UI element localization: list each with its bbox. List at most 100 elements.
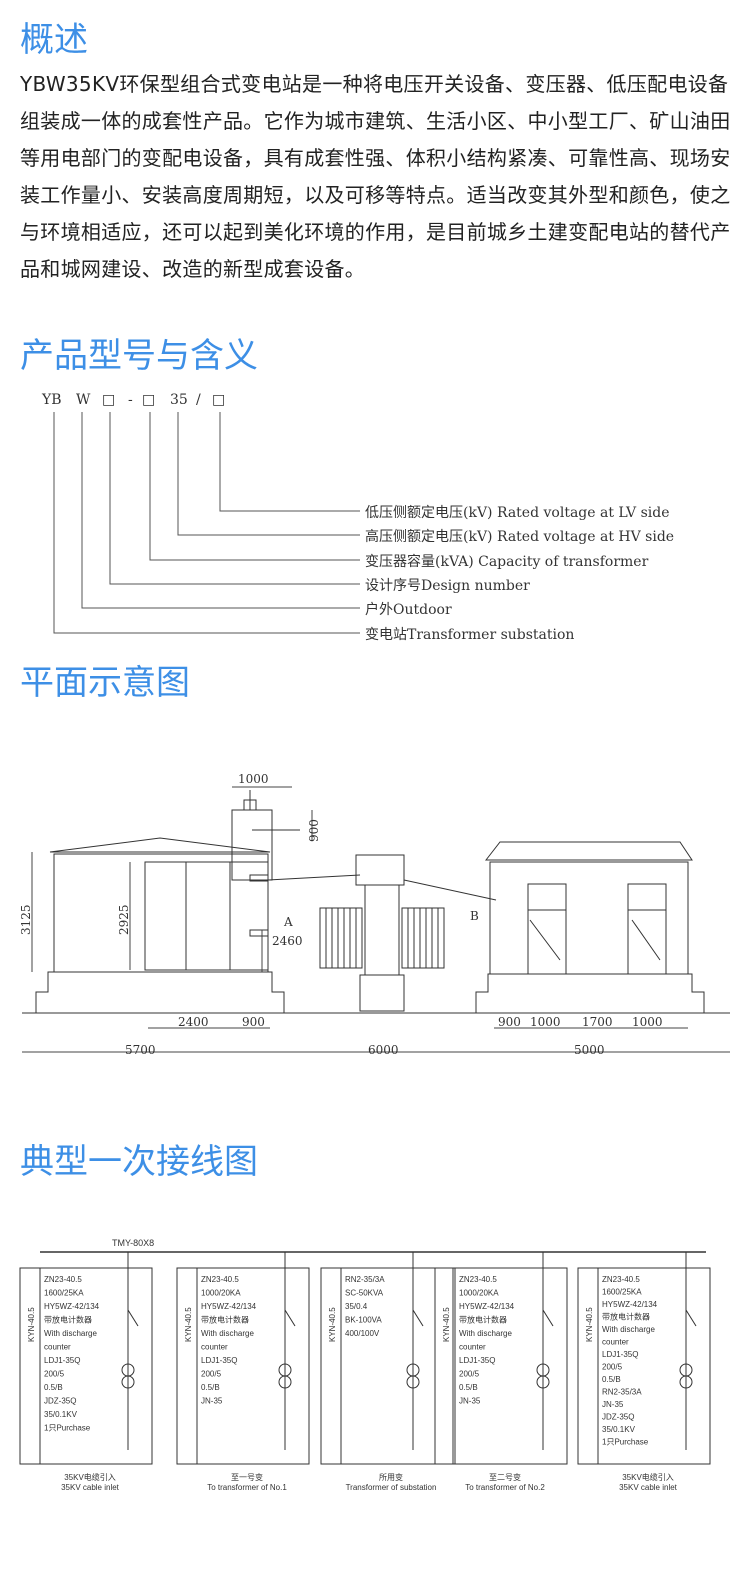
panel-spec-line: counter: [459, 1343, 486, 1352]
wiring-diagram: TMY-80X8 KYN-40.5ZN23-40.51600/25KAHY5WZ…: [19, 1238, 711, 1492]
panel-spec-line: 带放电计数器: [602, 1312, 650, 1322]
panel-caption-en: To transformer of No.1: [207, 1483, 287, 1492]
leader-design: [109, 412, 360, 585]
meaning-substation: 变电站Transformer substation: [365, 627, 574, 643]
panel-spec-line: JDZ-35Q: [602, 1413, 634, 1422]
panel-spec-line: 带放电计数器: [459, 1315, 507, 1325]
panel-spec-line: counter: [602, 1338, 629, 1347]
panel-spec-line: With discharge: [602, 1325, 655, 1334]
panel-spec-line: ZN23-40.5: [201, 1275, 239, 1284]
panel-spec-line: HY5WZ-42/134: [201, 1302, 257, 1311]
panel-spec-line: HY5WZ-42/134: [602, 1300, 658, 1309]
panel-spec-line: 1600/25KA: [602, 1288, 642, 1297]
meaning-design: 设计序号Design number: [365, 578, 530, 594]
right-building: [475, 841, 705, 1013]
panel-spec-line: With discharge: [44, 1329, 97, 1338]
dim-6000: 6000: [368, 1043, 399, 1057]
meaning-capacity: 变压器容量(kVA) Capacity of transformer: [365, 553, 649, 570]
plan-drawing: 1000 900 3125 2925 A 2460 B 2400 900 570…: [19, 772, 730, 1057]
panel-spec-line: 带放电计数器: [201, 1315, 249, 1325]
dim-900-right: 900: [498, 1015, 521, 1029]
cable-riser: [231, 790, 361, 937]
panel-spec-line: 1000/20KA: [201, 1289, 241, 1298]
panel-frame: [320, 1267, 454, 1465]
model-part-box1: □: [102, 392, 115, 408]
panel-spec-line: ZN23-40.5: [602, 1275, 640, 1284]
dim-5000: 5000: [574, 1043, 605, 1057]
dim-3125: 3125: [19, 904, 33, 935]
breaker-symbol: [412, 1309, 424, 1327]
panel-caption-en: 35KV cable inlet: [61, 1483, 120, 1492]
leader-outdoor: [81, 412, 360, 609]
label-a: A: [283, 915, 293, 929]
panel-caption-en: 35KV cable inlet: [619, 1483, 678, 1492]
dim-2460: 2460: [272, 934, 303, 948]
leader-lv: [219, 412, 360, 512]
breaker-symbol: [284, 1309, 296, 1327]
panel-caption-en: To transformer of No.2: [465, 1483, 545, 1492]
leader-substation: [53, 412, 360, 634]
meaning-lv: 低压侧额定电压(kV) Rated voltage at LV side: [365, 505, 670, 521]
ct-symbol: [536, 1375, 550, 1389]
transformer: [319, 854, 497, 1012]
breaker-symbol: [542, 1309, 554, 1327]
panel-kyn-label: KYN-40.5: [184, 1307, 193, 1342]
panel-frame: [19, 1267, 153, 1465]
dim-900-left: 900: [242, 1015, 265, 1029]
breaker-symbol: [685, 1309, 697, 1327]
panel-spec-line: 1600/25KA: [44, 1289, 84, 1298]
dim-5700: 5700: [125, 1043, 156, 1057]
panel-spec-line: 200/5: [201, 1370, 222, 1379]
panel-frame: [434, 1267, 568, 1465]
model-part-box2: □: [142, 392, 155, 408]
panel-kyn-label: KYN-40.5: [442, 1307, 451, 1342]
panel-caption-cn: 35KV电缆引入: [622, 1472, 674, 1482]
ct-symbol: [278, 1375, 292, 1389]
ct-symbol: [406, 1375, 420, 1389]
panel-spec-line: 35/0.1KV: [602, 1425, 636, 1434]
panel-spec-line: 1只Purchase: [602, 1438, 649, 1447]
panel-spec-line: 0.5/B: [201, 1383, 220, 1392]
leader-hv: [177, 412, 360, 536]
panel-spec-line: 200/5: [44, 1370, 65, 1379]
panel-spec-line: LDJ1-35Q: [201, 1356, 237, 1365]
panel-spec-line: ZN23-40.5: [44, 1275, 82, 1284]
panel-spec-line: JDZ-35Q: [44, 1397, 76, 1406]
panel-spec-line: 1只Purchase: [44, 1424, 91, 1433]
panel-caption-cn: 所用变: [379, 1472, 403, 1482]
panel-spec-line: counter: [201, 1343, 228, 1352]
panel-spec-line: HY5WZ-42/134: [44, 1302, 100, 1311]
model-part-35: 35: [170, 392, 188, 408]
panel-caption-cn: 至一号变: [231, 1472, 263, 1482]
panel-spec-line: With discharge: [201, 1329, 254, 1338]
panel-spec-line: LDJ1-35Q: [602, 1350, 638, 1359]
panel-spec-line: 带放电计数器: [44, 1315, 92, 1325]
panel-spec-line: 35/0.1KV: [44, 1410, 78, 1419]
dim-2400: 2400: [178, 1015, 209, 1029]
panel-spec-line: BK-100VA: [345, 1316, 382, 1325]
panel-caption-en: Transformer of substation: [346, 1483, 437, 1492]
panel-spec-line: 1000/20KA: [459, 1289, 499, 1298]
panel-spec-line: 35/0.4: [345, 1302, 368, 1311]
model-part-slash: /: [196, 392, 201, 408]
panel-spec-line: 200/5: [459, 1370, 480, 1379]
meaning-hv: 高压侧额定电压(kV) Rated voltage at HV side: [365, 528, 674, 545]
panel-spec-line: RN2-35/3A: [345, 1275, 385, 1284]
panel-spec-line: SC-50KVA: [345, 1289, 384, 1298]
model-part-yb: YB: [41, 392, 62, 408]
panel-frame: [176, 1267, 310, 1465]
panel-spec-line: 0.5/B: [44, 1383, 63, 1392]
panel-spec-line: RN2-35/3A: [602, 1388, 642, 1397]
panel-spec-line: counter: [44, 1343, 71, 1352]
panel-kyn-label: KYN-40.5: [27, 1307, 36, 1342]
model-part-box3: □: [212, 392, 225, 408]
section-title-model: 产品型号与含义: [20, 336, 258, 376]
panel-spec-line: JN-35: [201, 1397, 223, 1406]
label-b: B: [470, 909, 479, 923]
panel-spec-line: 200/5: [602, 1363, 623, 1372]
panel-spec-line: 400/100V: [345, 1329, 380, 1338]
panel-spec-line: ZN23-40.5: [459, 1275, 497, 1284]
panel-caption-cn: 35KV电缆引入: [64, 1472, 116, 1482]
panel-spec-line: JN-35: [459, 1397, 481, 1406]
dim-1000-right1: 1000: [530, 1015, 561, 1029]
